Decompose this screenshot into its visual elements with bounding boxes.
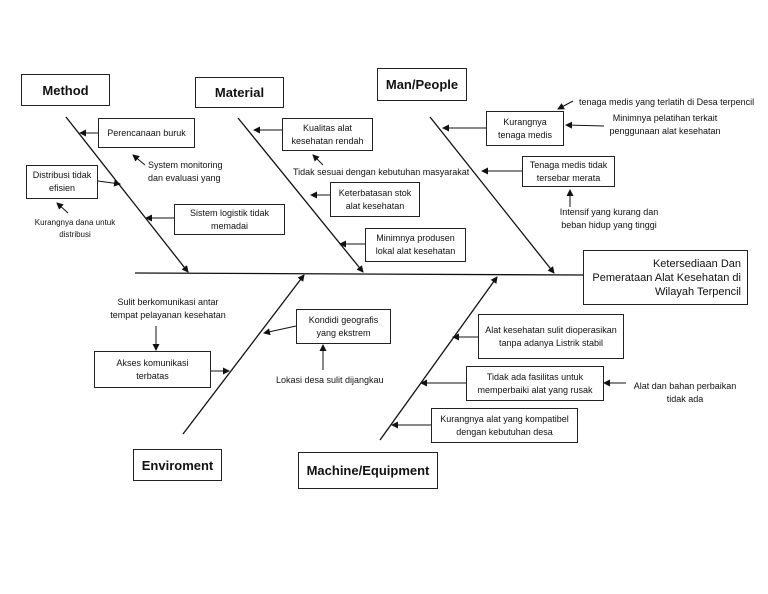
cause-lokasi-desa: Lokasi desa sulit dijangkau	[276, 375, 384, 385]
arrow-dana	[56, 202, 69, 214]
method-bone	[65, 116, 189, 273]
cause-tidak-sesuai: Tidak sesuai dengan kebutuhan masyarakat	[293, 167, 470, 177]
cause-tidak-ada-fasilitas: Tidak ada fasilitas untuk memperbaiki al…	[466, 366, 604, 401]
arrow-monitoring	[132, 154, 146, 166]
cause-alat-bahan-perbaikan: Alat dan bahan perbaikan tidak ada	[633, 381, 737, 404]
cause-distribusi-tidak-efisien: Distribusi tidak efisien	[26, 165, 98, 199]
cause-minimnya-produsen: Minimnya produsen lokal alat kesehatan	[365, 228, 466, 262]
cause-perencanaan-buruk: Perencanaan buruk	[98, 118, 195, 148]
cause-kondisi-geografis: Kondidi geografis yang ekstrem	[296, 309, 391, 344]
cause-tenaga-terlatih: tenaga medis yang terlatih di Desa terpe…	[579, 97, 755, 107]
machine-bone	[379, 276, 498, 441]
cause-sistem-logistik: Sistem logistik tidak memadai	[174, 204, 285, 235]
category-material: Material	[195, 77, 284, 108]
effect-box: Ketersediaan Dan Pemerataan Alat Kesehat…	[583, 250, 748, 305]
arrow-pelatihan	[565, 121, 605, 129]
cause-kurangnya-tenaga-medis: Kurangnya tenaga medis	[486, 111, 564, 146]
category-machine-equipment: Machine/Equipment	[298, 452, 438, 489]
cause-intensif-kurang: Intensif yang kurang dan beban hidup yan…	[559, 207, 659, 230]
environment-bone	[182, 274, 305, 435]
cause-tenaga-tidak-merata: Tenaga medis tidak tersebar merata	[522, 156, 615, 187]
arrow-distribusi	[97, 179, 121, 187]
category-man-people: Man/People	[377, 68, 467, 101]
man-bone	[429, 116, 555, 274]
category-method: Method	[21, 74, 110, 106]
cause-minimnya-pelatihan: Minimnya pelatihan terkait penggunaan al…	[609, 113, 721, 136]
cause-keterbatasan-stok: Keterbatasan stok alat kesehatan	[330, 182, 420, 217]
cause-system-monitoring: System monitoring dan evaluasi yang	[148, 160, 223, 183]
arrow-tidak-sesuai	[312, 154, 324, 166]
arrow-terlatih	[557, 100, 574, 110]
cause-akses-komunikasi: Akses komunikasi terbatas	[94, 351, 211, 388]
category-environment: Enviroment	[133, 449, 222, 481]
cause-kurangnya-dana: Kurangnya dana untuk distribusi	[34, 218, 116, 239]
cause-alat-sulit-dioperasikan: Alat kesehatan sulit dioperasikan tanpa …	[478, 314, 624, 359]
cause-kurangnya-alat-kompatibel: Kurangnya alat yang kompatibel dengan ke…	[431, 408, 578, 443]
cause-sulit-berkomunikasi: Sulit berkomunikasi antar tempat pelayan…	[110, 297, 226, 320]
arrow-geografis	[263, 325, 297, 336]
cause-kualitas-alat: Kualitas alat kesehatan rendah	[282, 118, 373, 151]
spine-line	[134, 272, 584, 276]
